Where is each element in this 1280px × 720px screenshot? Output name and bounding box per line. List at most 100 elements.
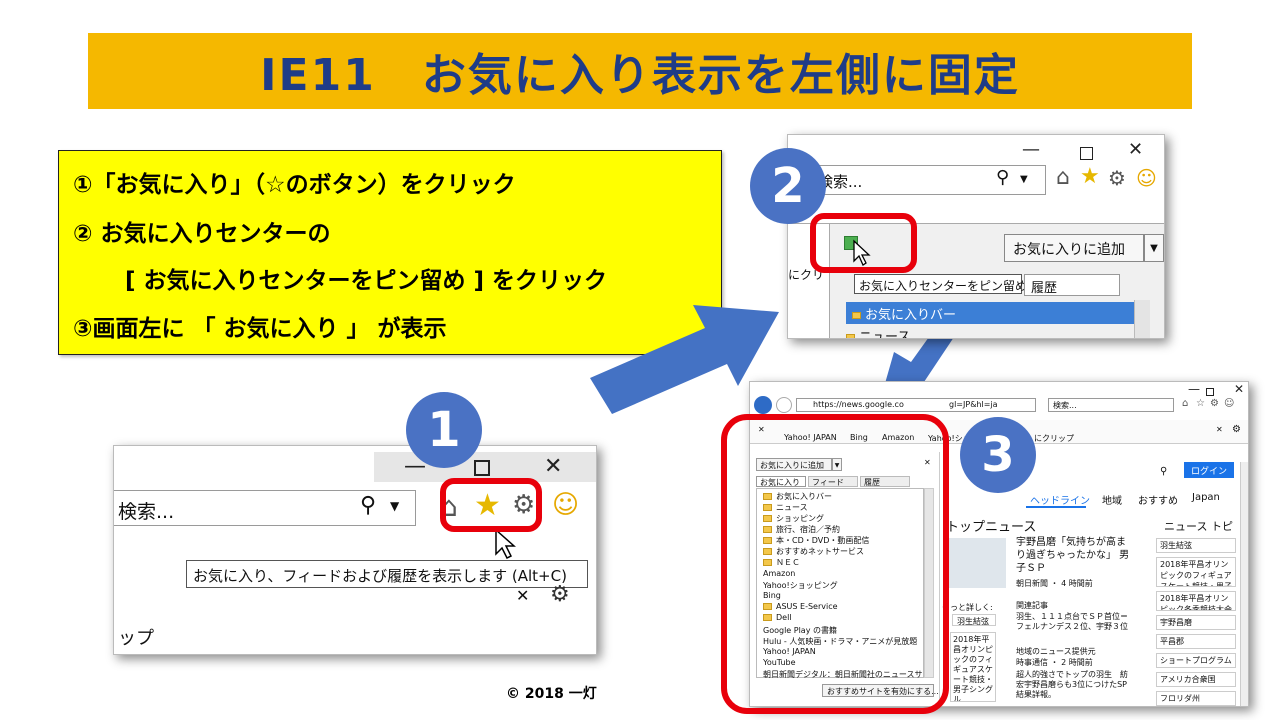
- nav-local[interactable]: 地域: [1102, 496, 1122, 507]
- login-button[interactable]: ログイン: [1184, 462, 1234, 478]
- search-input[interactable]: 検索... ⚲ ▼: [114, 490, 416, 526]
- list-item[interactable]: ＮＥＣ: [763, 557, 800, 568]
- topic-chip[interactable]: 2018年平昌オリンピックのフィギュアスケート競技・男子シング: [1156, 557, 1236, 587]
- topic-chip[interactable]: ショートプログラム: [1156, 653, 1236, 668]
- tab-favorites[interactable]: お気に入り: [756, 476, 806, 487]
- highlight-pin-button: [810, 213, 917, 273]
- list-item[interactable]: Google Play の書籍: [763, 626, 837, 635]
- topic-chip[interactable]: アメリカ合衆国: [1156, 672, 1236, 687]
- tab-history[interactable]: 履歴: [860, 476, 910, 487]
- close-icon[interactable]: ✕: [1234, 382, 1245, 396]
- highlight-favorites-pane: [721, 414, 949, 714]
- add-dropdown-icon[interactable]: ▼: [832, 458, 842, 471]
- topic-chip[interactable]: 羽生結弦: [1156, 538, 1236, 553]
- minimize-icon[interactable]: —: [1022, 139, 1040, 160]
- scrollbar[interactable]: [1134, 300, 1150, 338]
- search-input[interactable]: 検索... ⚲ ▼: [788, 165, 1046, 195]
- favorites-star-icon[interactable]: ★: [474, 488, 501, 523]
- maximize-icon[interactable]: [474, 460, 490, 476]
- page-title: IE11 お気に入り表示を左側に固定: [260, 50, 1020, 101]
- instruction-step-3: ③画面左に 「 お気に入り 」 が表示: [73, 316, 447, 342]
- list-item[interactable]: ASUS E-Service: [763, 602, 838, 611]
- favbar-item-3[interactable]: Amazon: [882, 433, 915, 442]
- close-icon[interactable]: ✕: [1128, 139, 1144, 160]
- favbar-item-tail[interactable]: にクリップ: [1034, 434, 1074, 443]
- smiley-icon[interactable]: ☺: [1136, 166, 1157, 190]
- list-item[interactable]: Dell: [763, 613, 792, 622]
- screenshot-2: — ✕ 検索... ⚲ ▼ ⌂ ★ ⚙ ☺ にクリ お気に入りに追加 ▼ お気に…: [787, 134, 1165, 339]
- list-item[interactable]: Hulu - 人気映画・ドラマ・アニメが見放題: [763, 637, 918, 646]
- search-input[interactable]: 検索...: [1048, 398, 1174, 412]
- back-icon[interactable]: [754, 396, 772, 414]
- favbar-item-1[interactable]: Yahoo! JAPAN: [784, 433, 837, 442]
- list-item[interactable]: おすすめネットサービス: [763, 546, 864, 557]
- favbar-item-2[interactable]: Bing: [850, 433, 868, 442]
- close-icon[interactable]: ✕: [758, 425, 765, 434]
- gear-icon-2[interactable]: ⚙: [550, 582, 570, 607]
- topic-chip[interactable]: 2018年平昌オリンピック冬季競技大会: [1156, 591, 1236, 611]
- add-to-favorites-button[interactable]: お気に入りに追加: [756, 458, 832, 471]
- topic-chip[interactable]: 平昌郡: [1156, 634, 1236, 649]
- topic-card[interactable]: 2018年平昌オリンピックのフィギュアスケート競技・男子シングル: [950, 632, 996, 702]
- close-icon[interactable]: ✕: [544, 454, 563, 479]
- search-dropdown-icon[interactable]: ▼: [390, 499, 400, 513]
- home-icon[interactable]: ⌂: [1182, 398, 1189, 409]
- maximize-icon[interactable]: [1206, 388, 1214, 396]
- headline-link[interactable]: 宇野昌磨「気持ちが高まり過ぎちゃったかな」 男子ＳＰ: [1016, 537, 1130, 574]
- list-item[interactable]: Yahoo!ショッピング: [763, 581, 838, 590]
- minimize-icon[interactable]: —: [1188, 382, 1200, 396]
- address-bar[interactable]: https://news.google.co gl=JP&hl=ja: [796, 398, 1036, 412]
- news-image: [946, 538, 1006, 588]
- list-item[interactable]: YouTube: [763, 658, 796, 667]
- list-item-favorites-bar[interactable]: お気に入りバー: [846, 302, 1134, 324]
- topic-chip[interactable]: 宇野昌磨: [1156, 615, 1236, 630]
- step-badge-3: 3: [960, 417, 1036, 493]
- gear-icon[interactable]: ⚙: [1210, 398, 1219, 409]
- list-item[interactable]: Amazon: [763, 569, 796, 578]
- list-item[interactable]: ショッピング: [763, 513, 824, 524]
- list-item[interactable]: 本・CD・DVD・動画配信: [763, 535, 869, 546]
- list-item[interactable]: 朝日新聞デジタル：朝日新聞社のニュースサイト: [763, 670, 923, 679]
- tag-chip[interactable]: 羽生結弦: [952, 614, 996, 626]
- favorites-star-icon[interactable]: ☆: [1196, 398, 1205, 409]
- suggested-sites-button[interactable]: おすすめサイトを有効にする...: [822, 684, 939, 697]
- list-item[interactable]: Bing: [763, 591, 781, 600]
- list-item-label: ニュース: [859, 330, 911, 339]
- search-icon[interactable]: ⚲: [996, 167, 1010, 188]
- list-item[interactable]: Yahoo! JAPAN: [763, 647, 816, 656]
- forward-icon[interactable]: [776, 397, 792, 413]
- smiley-icon[interactable]: ☺: [1224, 398, 1235, 409]
- gear-icon[interactable]: ⚙: [1108, 166, 1126, 190]
- close-icon-2[interactable]: ✕: [516, 586, 530, 605]
- tab-label: お気に入り: [760, 478, 800, 487]
- tab-history[interactable]: 履歴: [1024, 274, 1120, 296]
- nav-recommended[interactable]: おすすめ: [1138, 496, 1178, 507]
- add-dropdown-icon[interactable]: ▼: [1144, 234, 1164, 262]
- nav-headlines[interactable]: ヘッドライン: [1030, 496, 1090, 507]
- list-item[interactable]: 旅行、宿泊／予約: [763, 524, 840, 535]
- gear-icon[interactable]: ⚙: [512, 490, 536, 520]
- topic-chip[interactable]: フロリダ州: [1156, 691, 1236, 706]
- related-text[interactable]: 羽生、１１１点台でＳＰ首位＝フェルナンデス２位、宇野３位: [1016, 612, 1128, 631]
- scrollbar[interactable]: [924, 488, 934, 678]
- list-item-news[interactable]: ニュース: [846, 326, 911, 339]
- nav-japan[interactable]: Japan: [1192, 492, 1220, 503]
- text-fragment: にクリ: [788, 268, 825, 282]
- list-item[interactable]: お気に入りバー: [763, 491, 832, 502]
- home-icon[interactable]: ⌂: [1056, 165, 1070, 190]
- favbar-item-4[interactable]: Yahoo!ショ: [928, 434, 971, 443]
- title-banner: IE11 お気に入り表示を左側に固定: [88, 33, 1192, 109]
- add-to-favorites-button[interactable]: お気に入りに追加: [1004, 234, 1144, 262]
- search-icon[interactable]: ⚲: [1160, 466, 1168, 477]
- search-dropdown-icon[interactable]: ▼: [1020, 174, 1028, 185]
- gear-icon-2[interactable]: ⚙: [1232, 424, 1241, 435]
- tab-feeds[interactable]: フィード: [808, 476, 858, 487]
- list-item[interactable]: ニュース: [763, 502, 808, 513]
- favorites-star-icon[interactable]: ★: [1080, 164, 1100, 189]
- scrollbar[interactable]: [1240, 462, 1248, 706]
- maximize-icon[interactable]: [1080, 147, 1093, 160]
- smiley-icon[interactable]: ☺: [552, 490, 580, 520]
- close-icon-2[interactable]: ✕: [1216, 425, 1223, 434]
- search-icon[interactable]: ⚲: [360, 493, 377, 518]
- close-icon[interactable]: ✕: [924, 458, 931, 467]
